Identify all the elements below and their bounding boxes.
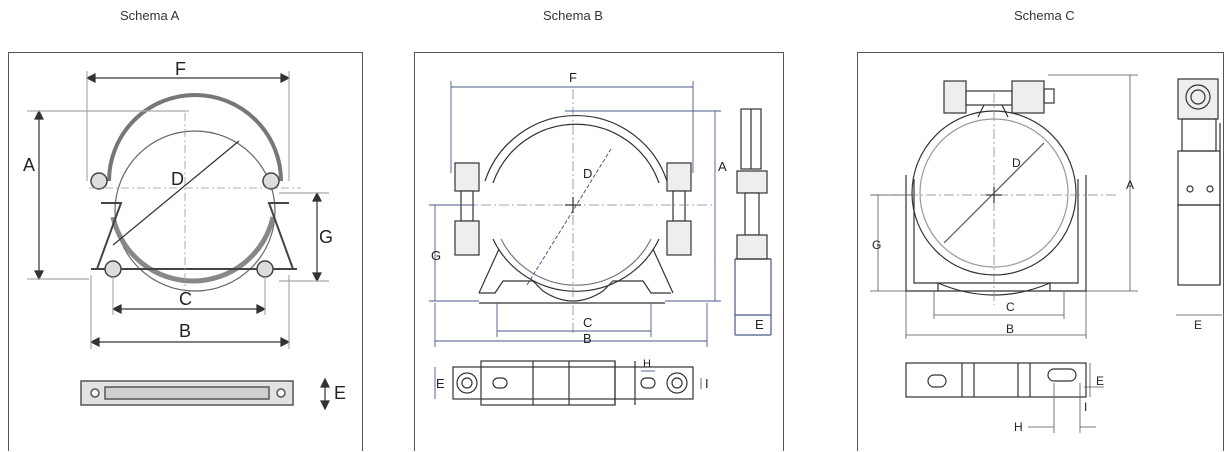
label-c-a: A	[1126, 178, 1134, 192]
label-a-b: B	[179, 321, 191, 341]
schema-b-title: Schema B	[543, 8, 603, 23]
label-b-f: F	[569, 70, 577, 85]
schema-c-drawing: A D G C B E E I H	[870, 74, 1222, 434]
schema-b-panel: F A D G C B E E H I	[414, 52, 784, 451]
label-b-i: I	[705, 376, 709, 391]
schema-a-drawing: F A D G C B E	[23, 59, 346, 411]
label-c-e: E	[1096, 374, 1104, 388]
label-a-c: C	[179, 289, 192, 309]
schema-b-drawing: F A D G C B E E H I	[429, 70, 772, 406]
label-c-e-side: E	[1194, 318, 1202, 332]
label-a-a: A	[23, 155, 35, 175]
schema-c-panel: A D G C B E E I H	[857, 52, 1224, 451]
label-a-f: F	[175, 59, 186, 79]
label-b-h: H	[643, 358, 651, 370]
label-b-b: B	[583, 331, 592, 346]
label-a-g: G	[319, 227, 333, 247]
schema-c-title: Schema C	[1014, 8, 1075, 23]
label-b-d: D	[583, 166, 592, 181]
label-c-c: C	[1006, 300, 1015, 314]
label-b-c: C	[583, 315, 592, 330]
label-b-e-side: E	[755, 317, 764, 332]
label-c-b: B	[1006, 322, 1014, 336]
label-c-i: I	[1084, 400, 1087, 414]
schema-a-title: Schema A	[120, 8, 180, 23]
label-b-a: A	[718, 159, 727, 174]
label-a-d: D	[171, 169, 184, 189]
label-c-g: G	[872, 238, 881, 252]
label-b-g: G	[431, 248, 441, 263]
schema-a-panel: F A D G C B E	[8, 52, 363, 451]
label-c-d: D	[1012, 156, 1021, 170]
label-b-e: E	[436, 376, 445, 391]
label-a-e: E	[334, 383, 346, 403]
label-c-h: H	[1014, 420, 1023, 434]
